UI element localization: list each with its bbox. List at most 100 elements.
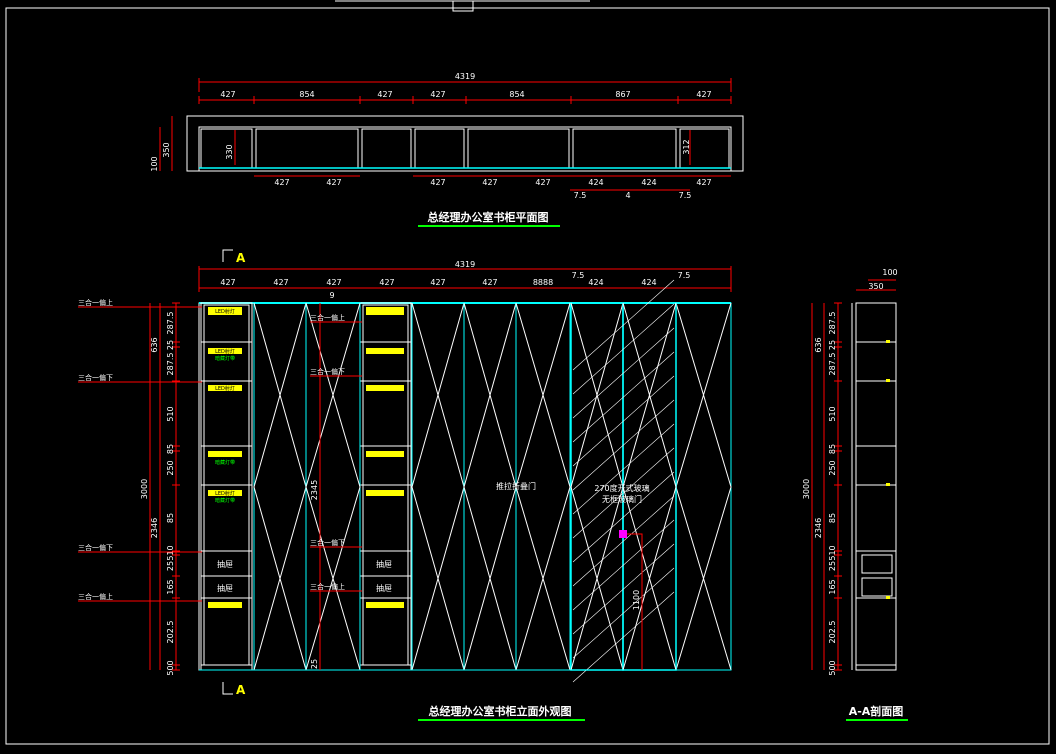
drawer-label: 抽屉	[217, 583, 233, 593]
door-diagonal	[305, 302, 361, 671]
plan-top-dim: 854	[509, 90, 524, 99]
door-panel	[253, 302, 307, 671]
door-note-glass-a: 270度开式玻璃	[594, 483, 649, 493]
callout-left: 三合一偏下	[78, 543, 113, 552]
led-label-box	[366, 385, 404, 391]
plan-view: 4319 427 854 427 427 854 867 427 330 312…	[150, 72, 744, 227]
plan-cabinet	[572, 128, 677, 169]
callout-left: 三合一偏上	[78, 592, 113, 601]
plan-bottom-small-dim: 4	[625, 191, 630, 200]
elev-top-dim: 427	[220, 278, 235, 287]
section-left-sub: 2346	[814, 518, 823, 538]
callout-inner: 三合一偏上	[310, 582, 345, 591]
elevation-outline	[198, 302, 732, 671]
glass-hatch	[572, 567, 675, 659]
section-left-upper: 636	[814, 337, 823, 352]
strip-light-label: 暗藏灯带	[215, 497, 235, 504]
section-left-dim: 510	[828, 545, 837, 560]
section-drawer	[861, 554, 893, 574]
elev-left-dim: 25	[166, 340, 175, 350]
plan-title: 总经理办公室书柜平面图	[428, 210, 549, 224]
section-mark-bottom: A	[236, 683, 246, 697]
handle-dim: 1100	[632, 590, 641, 610]
door-diagonal	[253, 302, 307, 671]
led-label-box	[208, 385, 242, 391]
plan-left-dim: 100	[150, 156, 159, 171]
elev-left-dim: 85	[166, 444, 175, 454]
drawer-label: 抽屉	[217, 559, 233, 569]
elevation-title: 总经理办公室书柜立面外观图	[429, 704, 572, 718]
led-label-box	[208, 490, 242, 496]
glass-hatch	[572, 375, 675, 467]
plan-bottom-dim: 427	[696, 178, 711, 187]
plan-top-dim: 427	[696, 90, 711, 99]
plan-cabinet	[361, 128, 412, 169]
plan-bottom-dim: 427	[274, 178, 289, 187]
callout-left: 三合一偏下	[78, 373, 113, 382]
glass-hatch	[572, 303, 675, 395]
section-left-dim: 25	[828, 561, 837, 571]
door-diagonal	[253, 302, 307, 671]
plan-left-dim: 350	[162, 142, 171, 157]
section-left-dim: 202.5	[828, 621, 837, 644]
section-left-dim: 500	[828, 660, 837, 675]
plan-bottom-small-dim: 7.5	[679, 191, 692, 200]
plan-top-dim: 854	[299, 90, 314, 99]
glass-hatch	[572, 495, 675, 587]
plan-bottom-dim: 427	[326, 178, 341, 187]
door-diagonal	[675, 302, 732, 671]
plan-inner-dim: 330	[225, 144, 234, 159]
elev-left-dim: 510	[166, 545, 175, 560]
led-label-box	[208, 307, 242, 315]
elev-top-dim: 427	[273, 278, 288, 287]
plan-bottom-dim: 424	[588, 178, 603, 187]
elevation-view: A A 4319 427 427 427 427 427 427 8888 42…	[78, 249, 732, 721]
led-label: LED射灯	[215, 308, 235, 315]
door-note-folding: 推拉折叠门	[496, 481, 536, 491]
strip-light-label: 暗藏灯带	[215, 459, 235, 466]
door-diagonal	[570, 302, 624, 671]
glass-hatch	[572, 447, 675, 539]
plan-bottom-dim: 427	[535, 178, 550, 187]
elev-top-dim: 427	[379, 278, 394, 287]
led-label-box	[366, 348, 404, 354]
plan-inner-dim: 312	[682, 139, 691, 154]
led-label-box	[366, 490, 404, 496]
section-left-dim: 510	[828, 406, 837, 421]
glass-hatch	[572, 423, 675, 515]
elev-left-dim: 510	[166, 406, 175, 421]
elev-left-dim: 202.5	[166, 621, 175, 644]
plan-cabinet	[255, 128, 359, 169]
section-light	[886, 596, 890, 599]
elev-top-dim: 424	[588, 278, 603, 287]
drawer-label: 抽屉	[376, 583, 392, 593]
section-left-total: 3000	[802, 479, 811, 499]
elev-left-dim: 25	[166, 561, 175, 571]
glass-hatch	[572, 543, 675, 635]
plan-top-dim: 427	[377, 90, 392, 99]
door-diagonal	[463, 302, 517, 671]
led-strip-box	[208, 451, 242, 457]
plan-cabinet	[414, 128, 465, 169]
elev-middle-dim: 25	[310, 659, 319, 669]
strip-light-label: 暗藏灯带	[215, 355, 235, 362]
door-panel	[411, 302, 465, 671]
section-left-dim: 287.5	[828, 312, 837, 335]
section-light	[886, 483, 890, 486]
section-light	[886, 340, 890, 343]
elev-middle-dim: 2345	[310, 480, 319, 500]
elev-left-dim: 500	[166, 660, 175, 675]
elev-left-dim: 287.5	[166, 353, 175, 376]
section-body	[855, 302, 897, 671]
glass-hatch	[572, 591, 675, 683]
door-diagonal	[515, 302, 571, 671]
plan-top-dim: 867	[615, 90, 630, 99]
led-label: LED射灯	[215, 348, 235, 355]
glass-hatch	[572, 519, 675, 611]
elev-left-dim: 85	[166, 513, 175, 523]
section-drawer	[861, 577, 893, 597]
elev-top-dim: 427	[326, 278, 341, 287]
drawing-border	[5, 7, 1050, 745]
section-light	[886, 379, 890, 382]
